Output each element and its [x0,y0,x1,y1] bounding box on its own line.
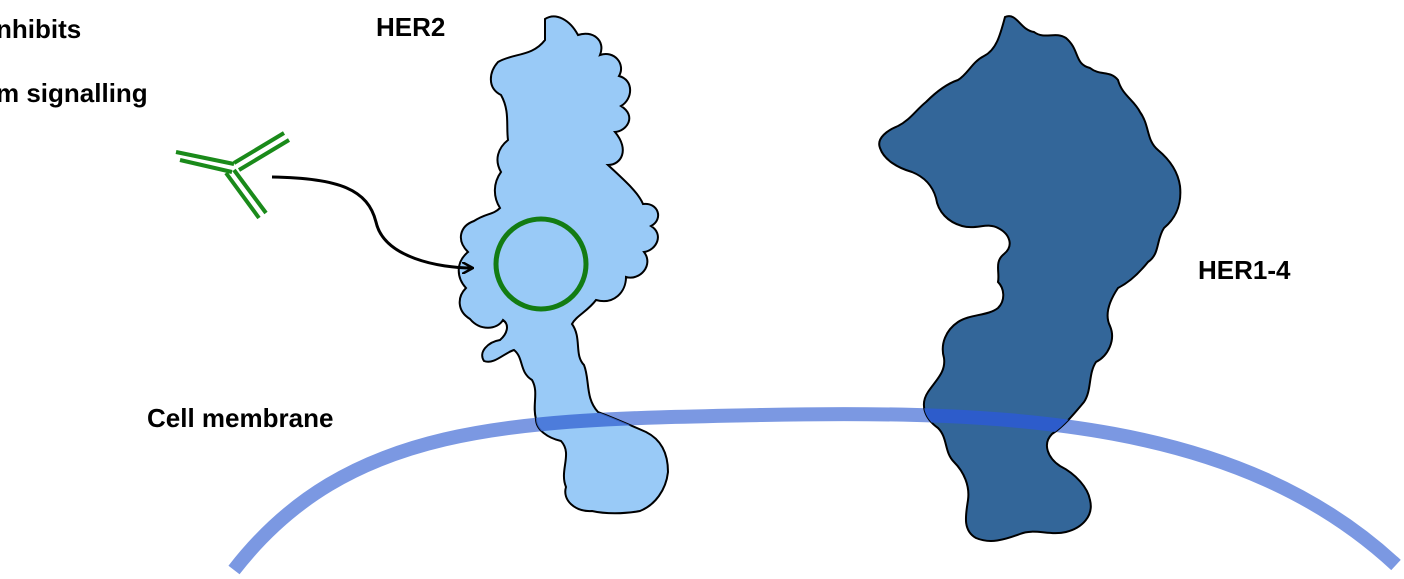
binding-site-circle [493,216,589,312]
binding-arrow [271,175,472,268]
her2-receptor-shape [457,15,670,515]
membrane-overlap-her1-4 [879,407,1181,541]
inhibits-label-line2: m signalling [0,78,148,108]
cell-membrane-label: Cell membrane [147,403,334,433]
membrane-overlap-her2 [458,407,668,514]
her1-4-receptor-shape [878,15,1182,542]
cell-membrane-arc [228,407,1401,575]
antibody-icon [175,131,291,220]
her2-label: HER2 [376,12,446,42]
her1-4-label: HER1-4 [1198,255,1291,285]
inhibits-label-line1: nhibits [0,14,82,44]
